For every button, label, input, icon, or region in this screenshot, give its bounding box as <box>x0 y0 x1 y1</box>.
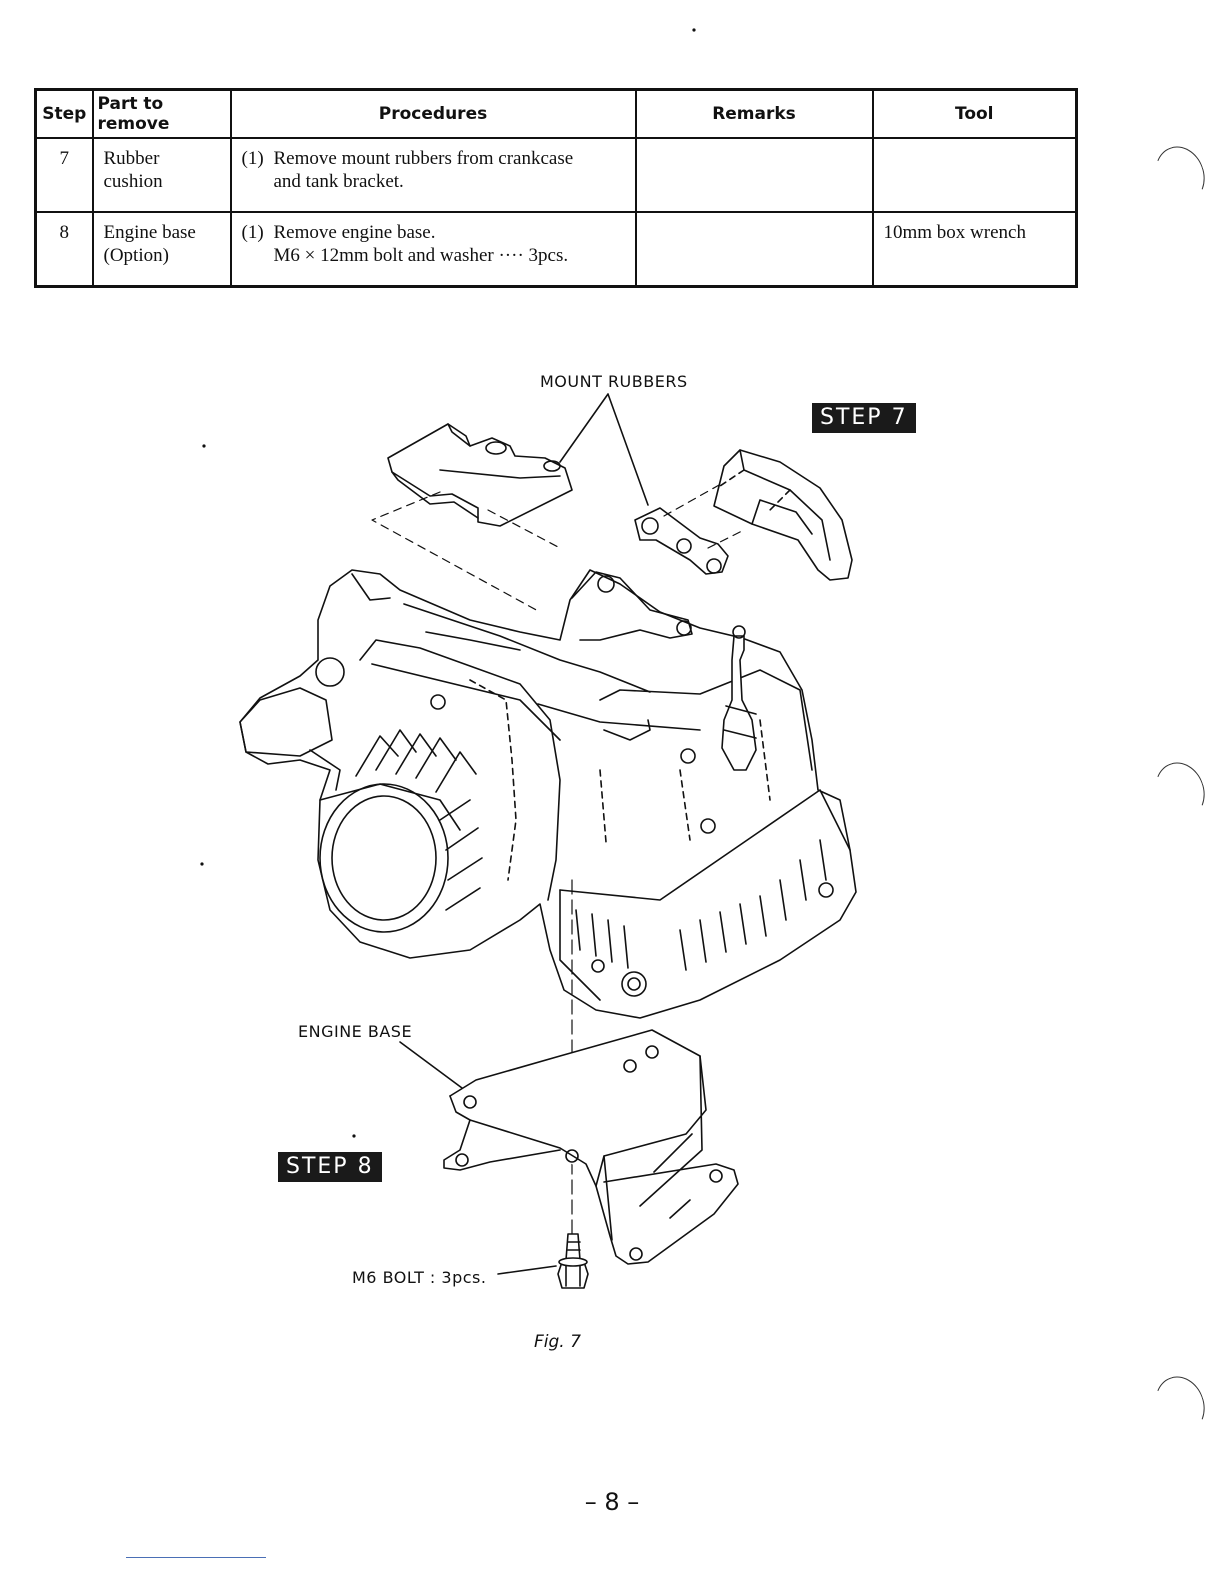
mount-rubbers-leader <box>560 394 648 505</box>
mount-rubbers-label: MOUNT RUBBERS <box>540 372 688 391</box>
engine-body <box>240 570 856 1018</box>
bolt-leader <box>498 1266 556 1274</box>
engine-base <box>444 1030 738 1264</box>
mount-rubber-link <box>635 508 728 574</box>
mount-rubber-top <box>388 424 572 526</box>
figure-caption: Fig. 7 <box>534 1332 581 1352</box>
page-number: – 8 – <box>0 1488 1224 1516</box>
engine-base-label: ENGINE BASE <box>298 1022 412 1041</box>
bottom-rule <box>126 1557 266 1558</box>
engine-base-leader <box>400 1042 462 1088</box>
step-7-badge: STEP 7 <box>812 403 916 433</box>
tank-bracket-rubber <box>714 450 852 580</box>
bolt-label: M6 BOLT : 3pcs. <box>352 1268 486 1287</box>
m6-bolt <box>558 1234 588 1288</box>
step-8-badge: STEP 8 <box>278 1152 382 1182</box>
